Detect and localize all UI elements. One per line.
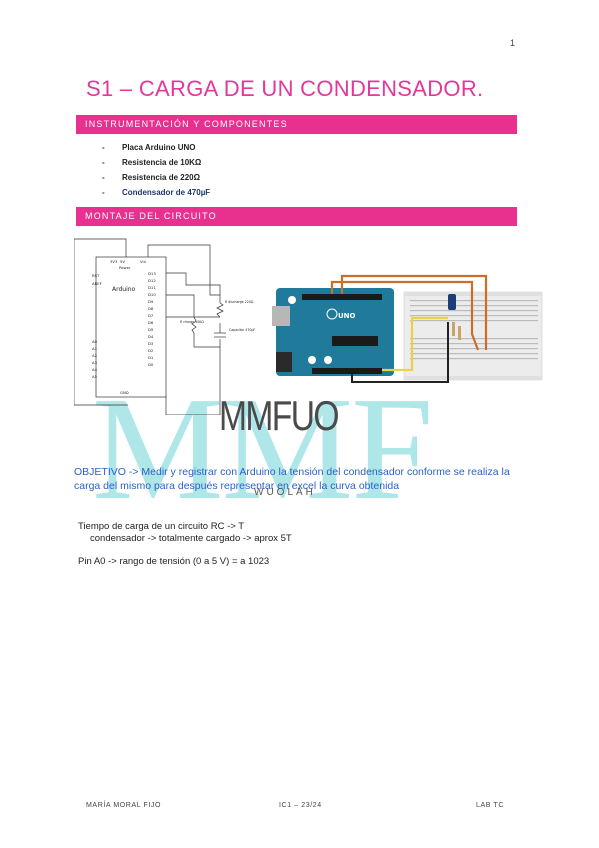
watermark-letters: MMF — [92, 367, 434, 531]
footer-course: IC1 – 23/24 — [279, 802, 322, 809]
pin-label: GND — [120, 390, 129, 395]
pin-label: A3 — [92, 360, 98, 365]
note-line: Tiempo de carga de un circuito RC -> T — [78, 521, 245, 532]
note-line: Pin A0 -> rango de tensión (0 a 5 V) = a… — [78, 556, 270, 567]
footer-author: MARÍA MORAL FIJO — [86, 802, 162, 809]
page-number: 1 — [509, 38, 515, 48]
pin-label: D0 — [148, 362, 154, 367]
note-line: condensador -> totalmente cargado -> apr… — [90, 533, 292, 544]
watermark-wuolah: WUOLAH — [254, 487, 316, 498]
power-label: Power — [119, 265, 131, 270]
pin-label: D7 — [148, 313, 154, 318]
resistor-label: R discharge 220Ω — [225, 300, 254, 304]
board-uno-label: UNO — [338, 312, 356, 320]
pin-label: AREF — [92, 281, 102, 286]
pin-label: D11 — [148, 285, 156, 290]
pin-label: D2 — [148, 348, 154, 353]
footer-subject: LAB TC — [476, 802, 504, 809]
pin-label: D6 — [148, 320, 154, 325]
pin-label: D9 — [148, 299, 154, 304]
resistor-label: R charge 10KΩ — [180, 320, 204, 324]
breadboard-illustration: UNO — [272, 274, 543, 383]
pin-label: D4 — [148, 334, 154, 339]
pin-label: D8 — [148, 306, 154, 311]
pin-label: A4 — [92, 367, 98, 372]
components-list: -Placa Arduino UNO -Resistencia de 10KΩ … — [102, 140, 210, 200]
pin-label: D3 — [148, 341, 154, 346]
pin-label: Vin — [140, 259, 147, 264]
section-header-components: INSTRUMENTACIÓN Y COMPONENTES — [76, 115, 517, 134]
list-item: -Resistencia de 220Ω — [102, 173, 201, 182]
list-item: -Resistencia de 10KΩ — [102, 158, 202, 167]
pin-label: D12 — [148, 278, 156, 283]
pin-label: RST — [92, 273, 100, 278]
capacitor-label: Capacitor 470µF — [229, 328, 255, 332]
list-item: -Placa Arduino UNO — [102, 143, 196, 152]
pin-label: D5 — [148, 327, 154, 332]
pin-label: 3V3 — [110, 259, 118, 264]
section-header-circuit: MONTAJE DEL CIRCUITO — [76, 207, 517, 226]
circuit-schematic: 3V3 5V Vin Power Arduino RST AREF D13 D1… — [74, 238, 255, 415]
page-title: S1 – CARGA DE UN CONDENSADOR. — [86, 76, 484, 101]
list-item: -Condensador de 470µF — [102, 188, 211, 197]
watermark-brand: MMFUO — [219, 392, 340, 439]
pin-label: D1 — [148, 355, 154, 360]
pin-label: A2 — [92, 353, 98, 358]
arduino-board — [276, 288, 394, 376]
pin-label: 5V — [120, 259, 125, 264]
objective-text: OBJETIVO -> Medir y registrar con Arduin… — [74, 466, 510, 492]
pin-label: D13 — [148, 271, 156, 276]
pin-label: A1 — [92, 346, 98, 351]
pin-label: A0 — [92, 339, 98, 344]
pin-label: D10 — [148, 292, 156, 297]
board-name-label: Arduino — [112, 286, 136, 293]
pin-label: A5 — [92, 374, 98, 379]
